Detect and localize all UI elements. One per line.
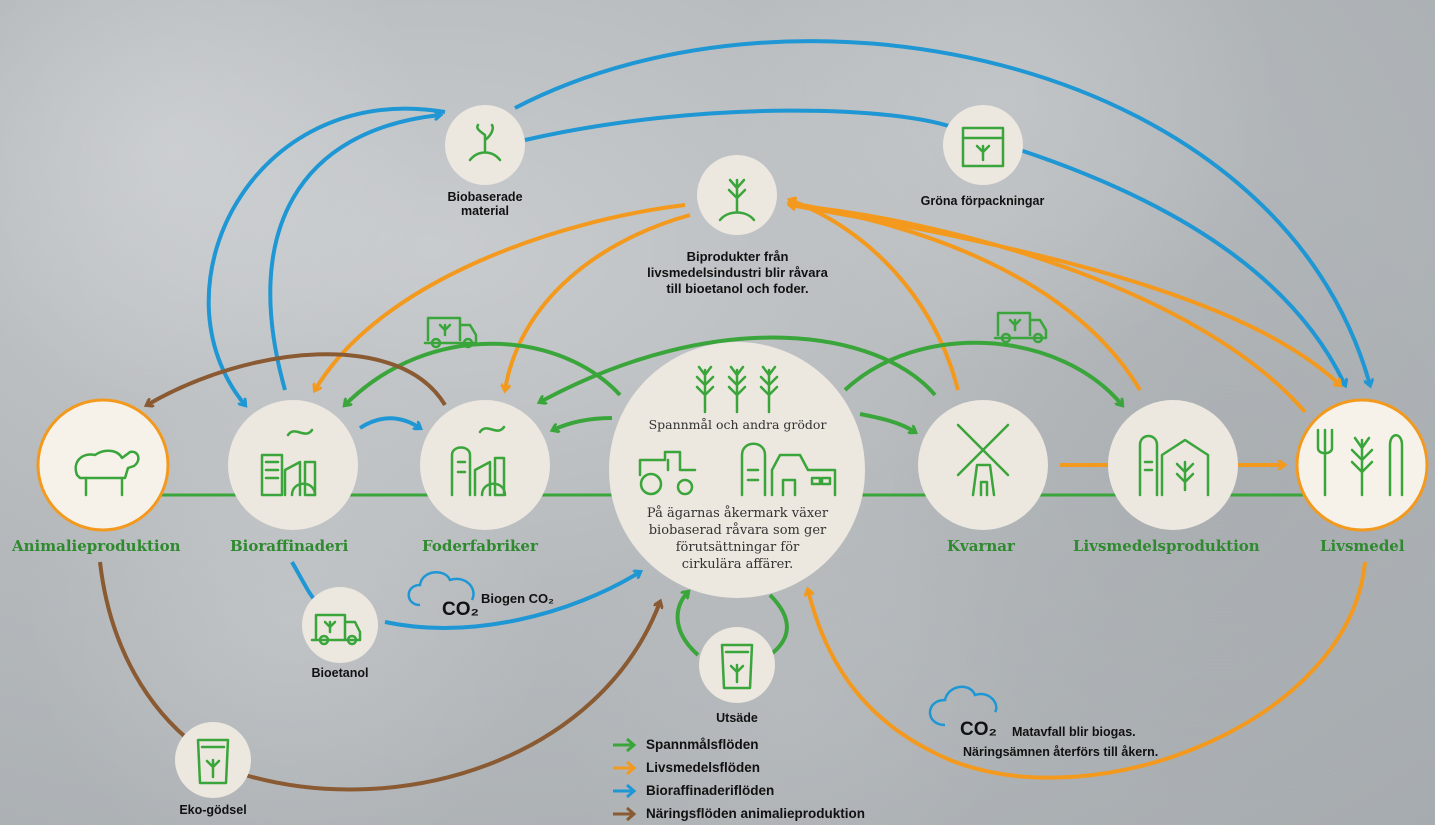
label-food: Livsmedel xyxy=(1320,537,1405,555)
crops-icon xyxy=(695,365,779,414)
label-mills: Kvarnar xyxy=(947,537,1015,555)
food-factory-icon xyxy=(1138,434,1210,497)
legend-item-nutrients: Näringsflöden animalieproduktion xyxy=(612,806,865,821)
legend-label: Spannmålsflöden xyxy=(646,737,759,752)
label-co2: CO₂ xyxy=(442,599,479,620)
label-biogenic-co2: Biogen CO₂ xyxy=(481,591,554,606)
label-biobased-line: Biobaserade xyxy=(447,190,523,204)
box-icon xyxy=(961,126,1005,168)
ethanol-circle xyxy=(302,587,378,663)
legend-item-grain: Spannmålsflöden xyxy=(612,737,759,752)
flow-animal-to-fertilizer xyxy=(98,561,197,747)
legend-label: Livsmedelsflöden xyxy=(646,760,761,775)
field-description: På ägarnas åkermark växer biobaserad råv… xyxy=(620,505,855,573)
cloud-icon xyxy=(928,685,998,727)
truck-icon xyxy=(310,613,362,646)
flow-biorefinery-to-biobased xyxy=(268,115,440,391)
field-description-line: förutsättningar för xyxy=(675,540,800,555)
legend-item-food: Livsmedelsflöden xyxy=(612,760,760,775)
truck-icon xyxy=(993,311,1048,344)
flow-byproduct-to-food xyxy=(789,203,1340,385)
legend-label: Bioraffinaderiflöden xyxy=(646,783,775,798)
orange-flows xyxy=(315,200,1367,780)
flow-food-waste-to-field xyxy=(808,561,1367,780)
windmill-icon xyxy=(956,423,1010,497)
field-description-line: På ägarnas åkermark växer xyxy=(646,506,829,521)
flow-biorefinery-to-feed xyxy=(358,416,420,428)
label-co2-waste: CO₂ xyxy=(960,719,997,740)
sack-icon xyxy=(720,643,754,690)
food-production-circle xyxy=(1108,400,1238,530)
barn-icon xyxy=(770,453,837,497)
flow-packaging-to-food xyxy=(1019,148,1345,385)
flow-mills-to-byproduct xyxy=(790,200,960,391)
field-circle xyxy=(609,342,865,598)
label-byproducts-line: livsmedelsindustri blir råvara xyxy=(647,265,828,280)
green-arrow-icon xyxy=(613,737,637,752)
label-eco-fertilizer: Eko-gödsel xyxy=(179,803,247,817)
label-biobased: Biobaserade material xyxy=(430,190,540,218)
flow-biobased-to-biorefinery xyxy=(206,106,446,405)
flow-seed-to-field xyxy=(675,592,700,657)
brown-arrow-icon xyxy=(613,806,637,821)
legend-label: Näringsflöden animalieproduktion xyxy=(646,806,866,821)
label-bioethanol: Bioetanol xyxy=(311,666,369,680)
label-byproducts: Biprodukter från livsmedelsindustri blir… xyxy=(600,249,875,297)
flow-feed-to-animal xyxy=(147,352,447,405)
plant-icon xyxy=(718,178,756,222)
silo-factory-icon xyxy=(450,425,507,497)
flow-field-to-feed xyxy=(553,416,613,430)
flow-ethanol-to-field xyxy=(384,572,640,630)
legend-item-biorefinery: Bioraffinaderiflöden xyxy=(612,783,774,798)
sack-icon xyxy=(196,738,230,785)
flow-food-to-byproduct xyxy=(790,205,1307,414)
flow-fertilizer-to-field xyxy=(244,602,660,792)
label-food-production: Livsmedelsproduktion xyxy=(1073,537,1260,555)
label-green-packaging: Gröna förpackningar xyxy=(920,194,1045,208)
flow-byproduct-to-biorefinery xyxy=(315,203,686,390)
flow-field-to-biorefinery xyxy=(345,341,622,405)
label-byproducts-line: Biprodukter från xyxy=(686,249,789,264)
sheep-icon xyxy=(74,449,140,497)
label-byproducts-line: till bioetanol och foder. xyxy=(666,281,809,296)
blue-arrow-icon xyxy=(613,783,637,798)
field-description-line: cirkulära affärer. xyxy=(681,557,794,572)
fork-icon xyxy=(1316,428,1404,497)
flow-field-to-foodprod xyxy=(843,340,1122,405)
blue-flows xyxy=(206,39,1370,630)
plant-icon xyxy=(468,123,502,162)
animal-circle xyxy=(36,398,170,532)
factory-icon xyxy=(260,428,317,497)
crops-label: Spannmål och andra grödor xyxy=(648,417,827,432)
flow-field-to-mills xyxy=(859,412,915,432)
label-food-waste-2: Näringsämnen återförs till åkern. xyxy=(963,745,1159,759)
tractor-icon xyxy=(638,450,697,496)
orange-arrow-icon xyxy=(613,760,637,775)
label-feed: Foderfabriker xyxy=(422,537,538,555)
label-seed: Utsäde xyxy=(716,711,758,725)
flow-biorefinery-to-ethanol xyxy=(290,561,317,602)
field-description-line: biobaserad råvara som ger xyxy=(648,523,827,538)
brown-flows xyxy=(98,352,660,792)
flow-byproduct-to-feed xyxy=(505,213,691,390)
label-food-waste-1: Matavfall blir biogas. xyxy=(1012,725,1136,739)
label-animal: Animalieproduktion xyxy=(12,537,181,555)
label-biobased-line: material xyxy=(461,204,509,218)
flow-field-to-seed xyxy=(768,593,789,657)
flow-mills-to-feed xyxy=(540,335,937,402)
flow-biobased-to-packaging xyxy=(524,108,961,142)
silo-icon xyxy=(740,442,767,497)
label-biorefinery: Bioraffinaderi xyxy=(230,537,349,555)
flow-biobased-to-food-top xyxy=(514,39,1370,385)
truck-icon xyxy=(423,316,478,349)
cloud-icon xyxy=(407,571,475,607)
